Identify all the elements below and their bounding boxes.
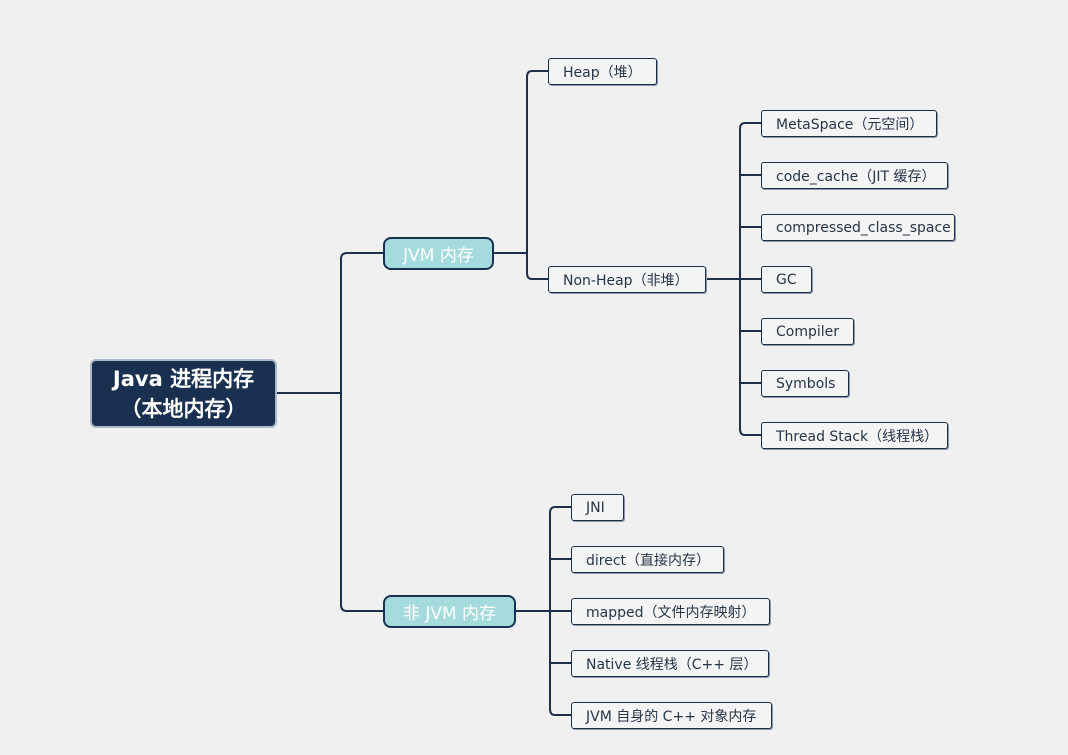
- node-code-cache[interactable]: code_cache（JIT 缓存）: [761, 162, 948, 189]
- node-compressed-class-space-label: compressed_class_space: [776, 219, 951, 236]
- node-code-cache-label: code_cache（JIT 缓存）: [776, 168, 936, 185]
- node-metaspace[interactable]: MetaSpace（元空间）: [761, 110, 937, 137]
- node-symbols[interactable]: Symbols: [761, 370, 849, 397]
- node-metaspace-label: MetaSpace（元空间）: [776, 116, 924, 133]
- node-heap[interactable]: Heap（堆）: [548, 58, 657, 85]
- branch-jvm-memory[interactable]: JVM 内存: [383, 237, 494, 270]
- node-compiler[interactable]: Compiler: [761, 318, 854, 345]
- node-jni-label: JNI: [586, 499, 605, 516]
- connector-root-jvm: [340, 252, 383, 612]
- node-mapped[interactable]: mapped（文件内存映射）: [571, 598, 770, 625]
- node-mapped-label: mapped（文件内存映射）: [586, 604, 756, 621]
- node-gc-label: GC: [776, 271, 797, 288]
- node-thread-stack-label: Thread Stack（线程栈）: [776, 428, 939, 445]
- root-title-line2: （本地内存）: [120, 396, 247, 421]
- node-native-thread-stack-label: Native 线程栈（C++ 层）: [586, 656, 758, 673]
- branch-non-jvm-memory-label: 非 JVM 内存: [402, 604, 497, 624]
- node-gc[interactable]: GC: [761, 266, 812, 293]
- node-native-thread-stack[interactable]: Native 线程栈（C++ 层）: [571, 650, 769, 677]
- node-non-heap[interactable]: Non-Heap（非堆）: [548, 266, 706, 293]
- node-direct[interactable]: direct（直接内存）: [571, 546, 724, 573]
- node-compiler-label: Compiler: [776, 323, 840, 340]
- branch-jvm-memory-label: JVM 内存: [403, 246, 474, 266]
- node-compressed-class-space[interactable]: compressed_class_space: [761, 214, 955, 241]
- node-jvm-cpp-objects-label: JVM 自身的 C++ 对象内存: [586, 708, 757, 725]
- root-title-line1: Java 进程内存: [112, 366, 255, 391]
- root-node[interactable]: Java 进程内存 （本地内存）: [90, 359, 277, 428]
- branch-non-jvm-memory[interactable]: 非 JVM 内存: [383, 595, 516, 628]
- node-non-heap-label: Non-Heap（非堆）: [563, 272, 689, 289]
- connector-jvm-children: [526, 70, 548, 280]
- node-symbols-label: Symbols: [776, 375, 836, 392]
- node-thread-stack[interactable]: Thread Stack（线程栈）: [761, 422, 948, 449]
- node-jni[interactable]: JNI: [571, 494, 624, 521]
- node-direct-label: direct（直接内存）: [586, 552, 711, 569]
- node-jvm-cpp-objects[interactable]: JVM 自身的 C++ 对象内存: [571, 702, 772, 729]
- node-heap-label: Heap（堆）: [563, 64, 642, 81]
